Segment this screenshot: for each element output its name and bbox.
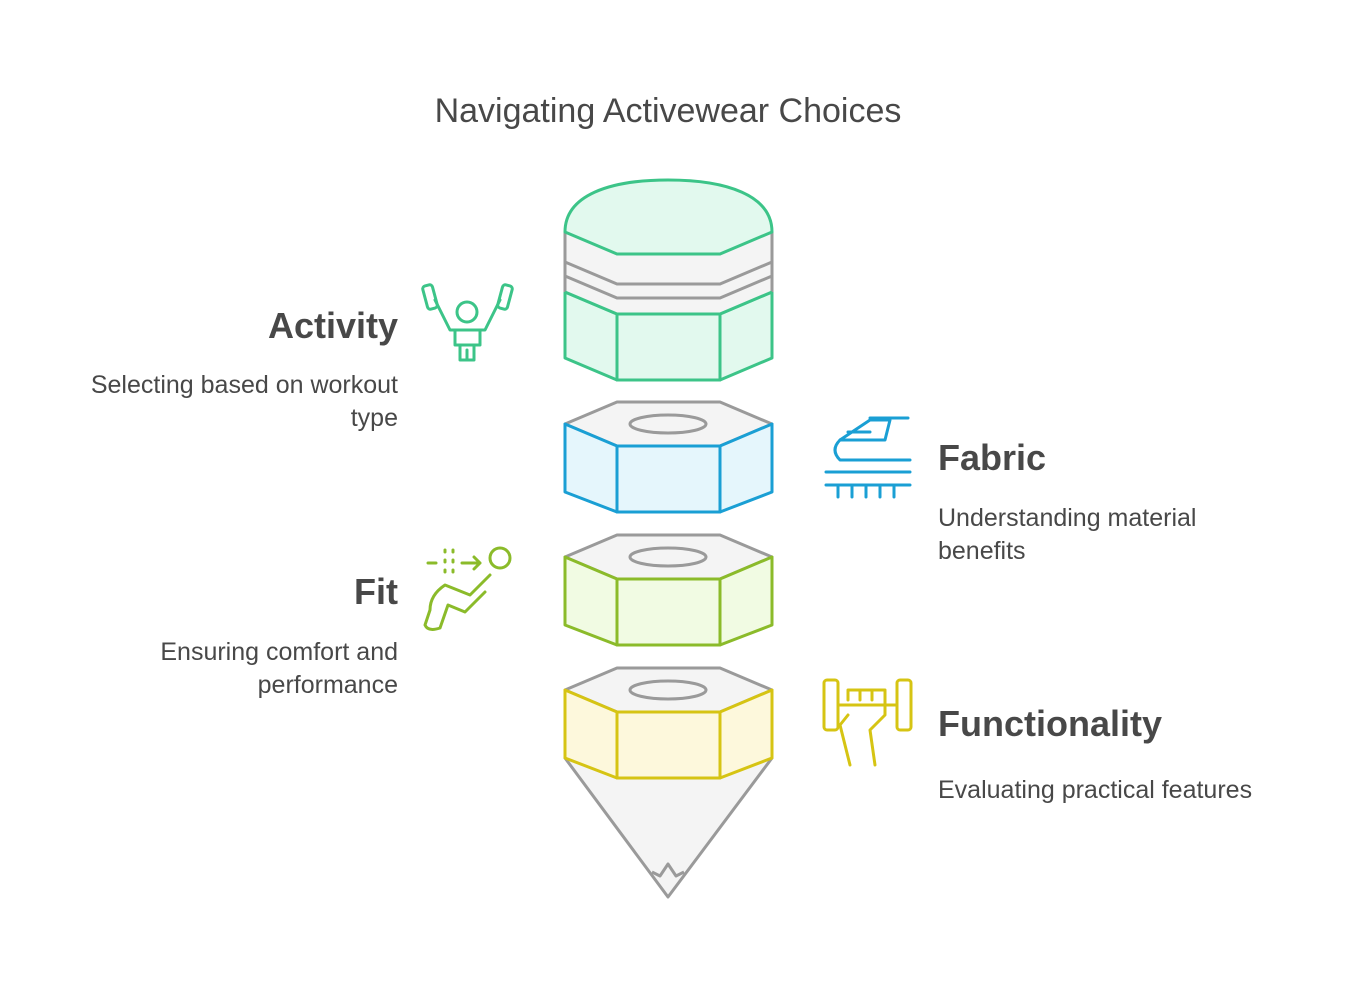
fabric-machine-icon (824, 416, 912, 499)
functionality-heading: Functionality (938, 703, 1162, 744)
athlete-icon (421, 283, 514, 362)
functionality-description: Evaluating practical features (938, 776, 1253, 804)
activity-heading: Activity (267, 305, 398, 346)
stretching-icon (423, 546, 512, 631)
fit-description: Ensuring comfort and performance (160, 638, 398, 699)
fit-heading: Fit (354, 571, 398, 612)
activity-description: Selecting based on workout type (90, 371, 398, 432)
functionality-segment (563, 666, 774, 780)
fabric-description: Understanding material benefits (938, 504, 1197, 565)
activity-segment (563, 178, 774, 382)
dumbbell-hand-icon (822, 678, 913, 767)
diagram-title: Navigating Activewear Choices (434, 92, 902, 130)
fabric-segment (563, 400, 774, 514)
fabric-heading: Fabric (938, 437, 1047, 478)
fit-segment (563, 533, 774, 647)
